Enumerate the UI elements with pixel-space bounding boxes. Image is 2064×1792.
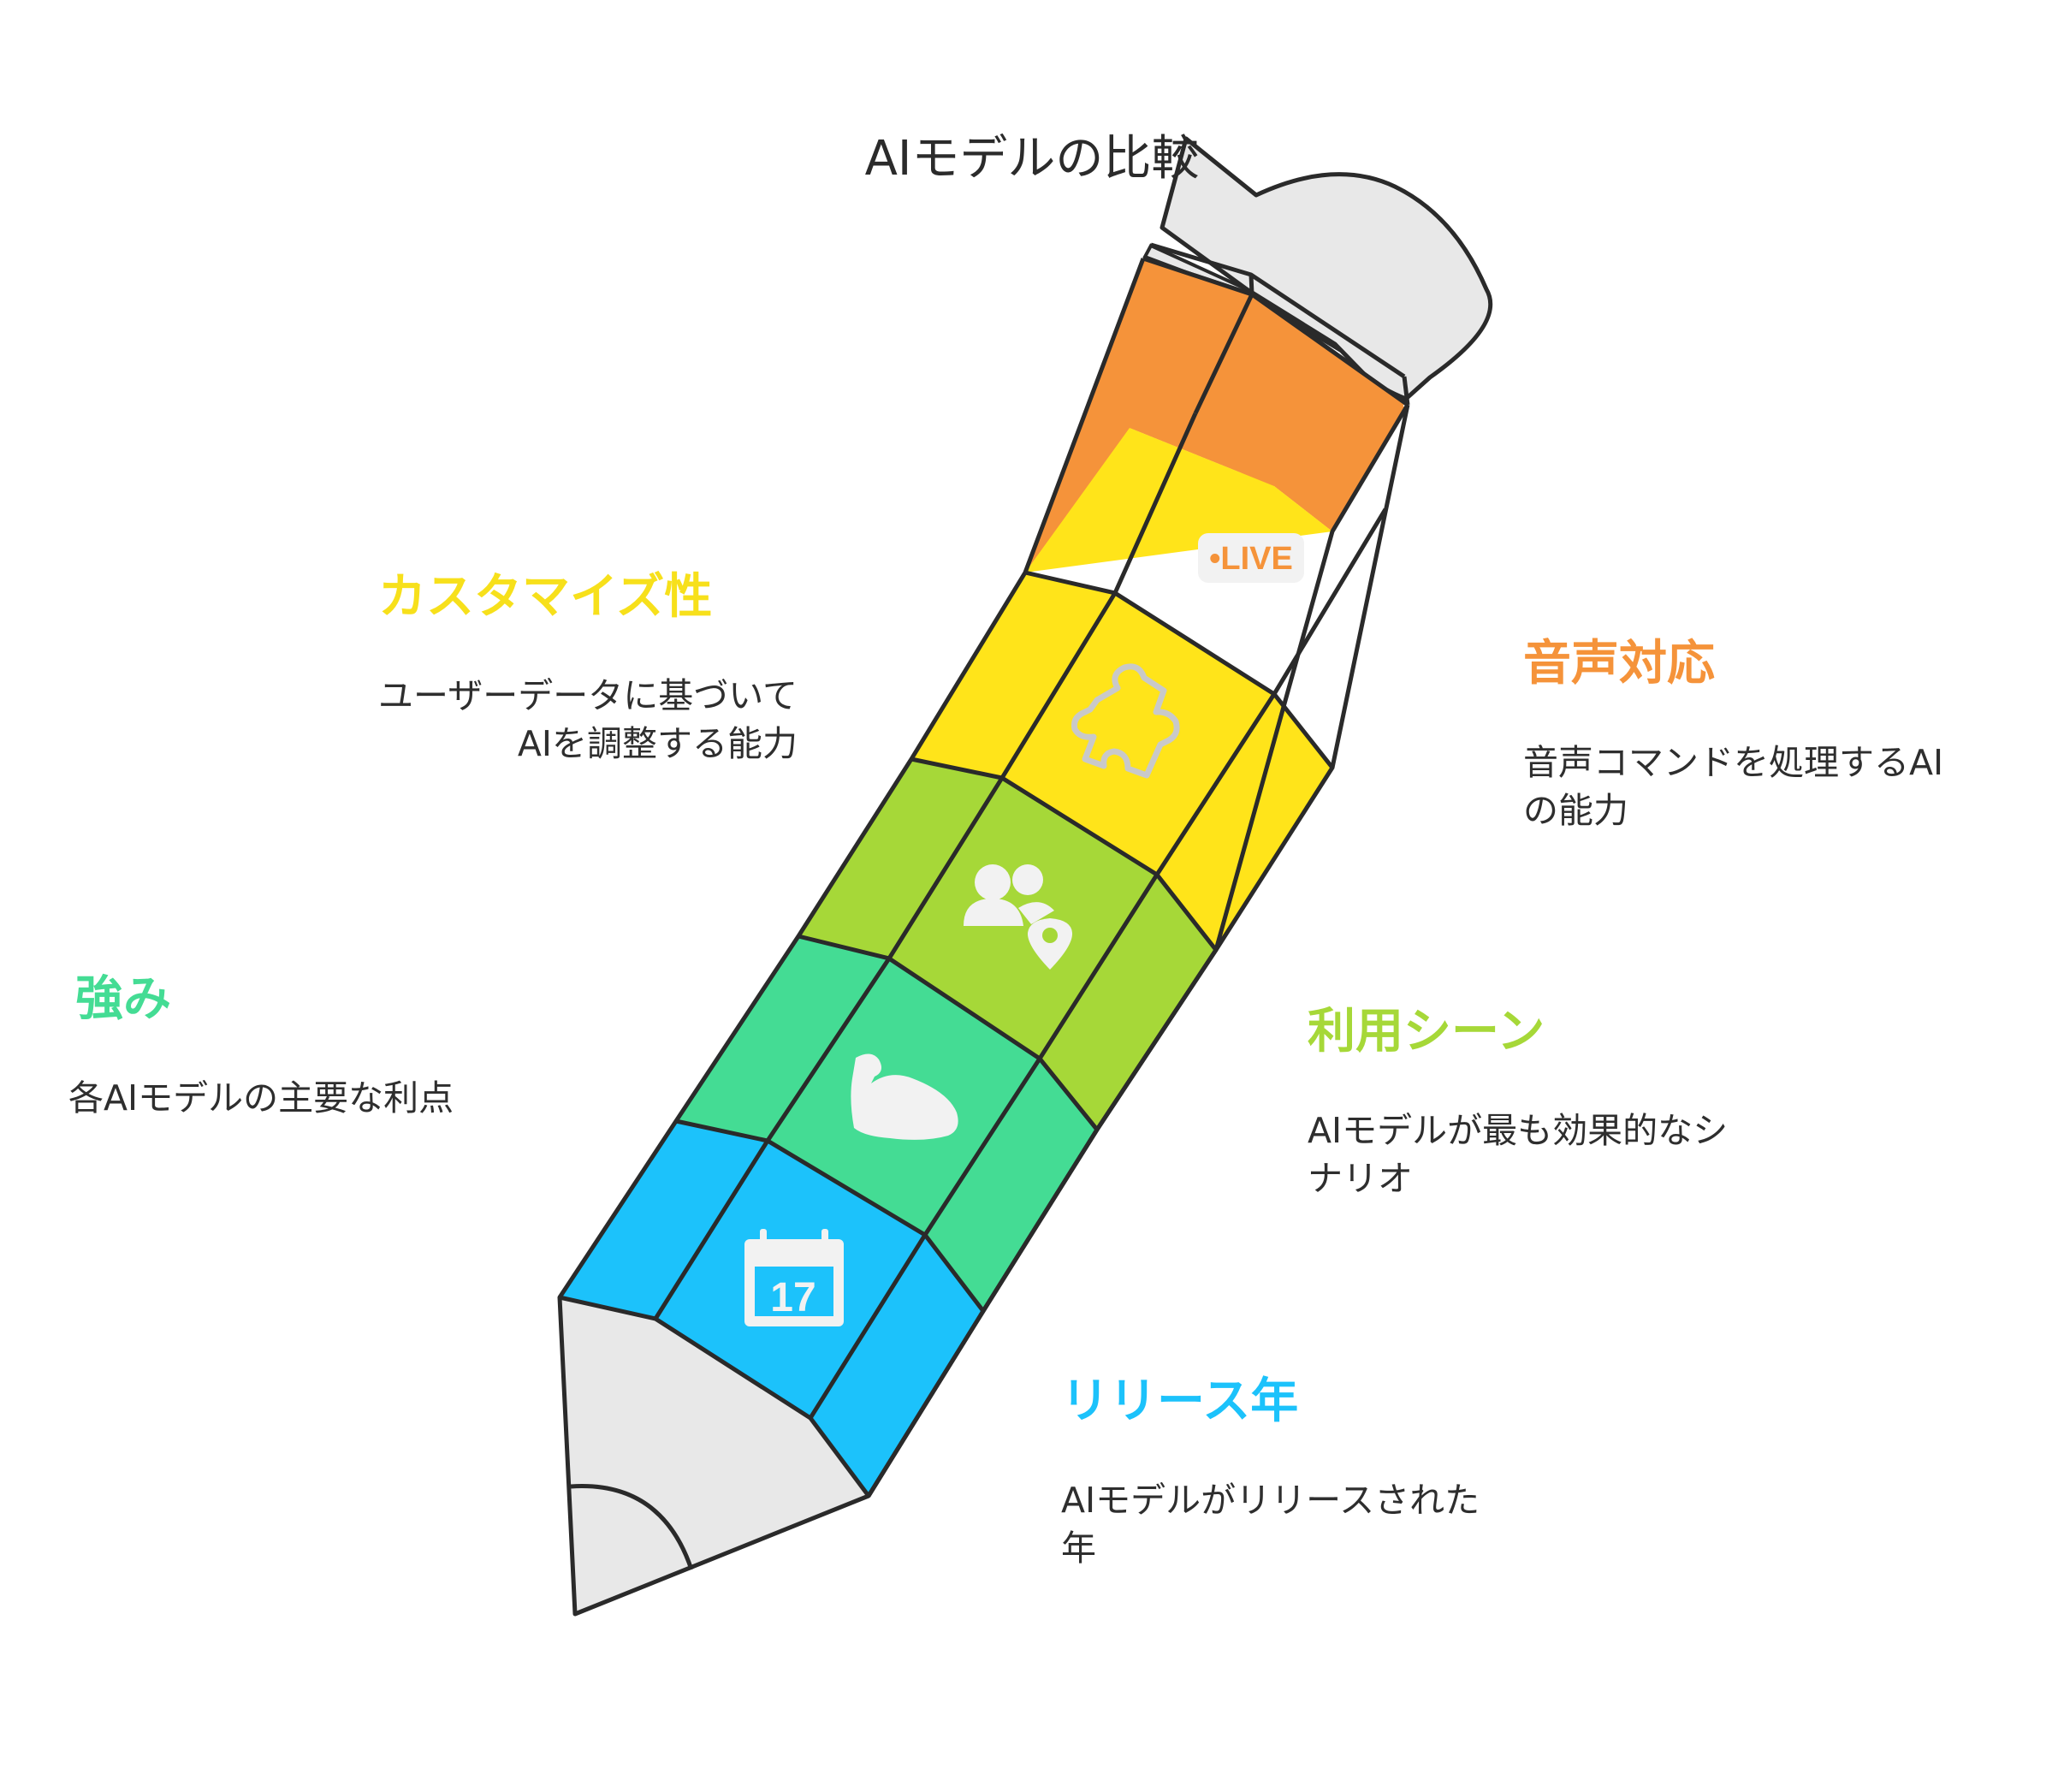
- label-strength-heading: 強み: [75, 971, 171, 1027]
- label-strength-description-line-1: 各AIモデルの主要な利点: [68, 1077, 454, 1119]
- label-usage-description: AIモデルが最も効果的なシ ナリオ: [1308, 1107, 1728, 1202]
- label-customize-description-line-2: AIを調整する能力: [517, 723, 798, 764]
- users-location-icon: [964, 864, 1073, 970]
- label-usage-heading: 利用シーン: [1308, 1004, 1545, 1059]
- label-voice-description: 音声コマンドを処理するAI の能力: [1523, 739, 1943, 834]
- label-release-description: AIモデルがリリースされた 年: [1061, 1476, 1480, 1572]
- label-strength-description: 各AIモデルの主要な利点: [68, 1074, 454, 1122]
- label-usage-description-line-1: AIモデルが最も効果的なシ: [1308, 1110, 1729, 1151]
- svg-text:•LIVE: •LIVE: [1209, 541, 1293, 577]
- label-customize-description: ユーザーデータに基づいて AIを調整する能力: [378, 672, 798, 768]
- page-title: AIモデルの比較: [864, 131, 1200, 187]
- puzzle-piece-icon: [1071, 663, 1180, 779]
- label-release-description-line-1: AIモデルがリリースされた: [1061, 1480, 1480, 1521]
- label-release: リリース年 AIモデルがリリースされた 年: [1061, 1362, 1480, 1572]
- live-badge-icon: •LIVE: [1198, 533, 1304, 583]
- label-release-heading: リリース年: [1061, 1374, 1299, 1429]
- label-customize-description-line-1: ユーザーデータに基づいて: [378, 675, 798, 716]
- flexed-arm-icon: [851, 1053, 958, 1140]
- label-strength: 強み 各AIモデルの主要な利点: [68, 960, 454, 1122]
- label-usage: 利用シーン AIモデルが最も効果的なシ ナリオ: [1308, 993, 1728, 1202]
- label-voice-heading: 音声対応: [1523, 636, 1715, 691]
- svg-text:17: 17: [770, 1275, 816, 1320]
- label-voice: 音声対応 音声コマンドを処理するAI の能力: [1523, 625, 1943, 834]
- label-release-description-line-2: 年: [1061, 1528, 1096, 1569]
- calendar-icon: 17: [744, 1229, 844, 1326]
- pencil-tip: [557, 1295, 871, 1617]
- label-voice-description-line-2: の能力: [1523, 790, 1628, 831]
- label-voice-description-line-1: 音声コマンドを処理するAI: [1523, 742, 1944, 783]
- label-customize: カスタマイズ性 ユーザーデータに基づいて AIを調整する能力: [378, 558, 798, 768]
- label-customize-heading: カスタマイズ性: [378, 569, 713, 625]
- label-usage-description-line-2: ナリオ: [1308, 1158, 1413, 1199]
